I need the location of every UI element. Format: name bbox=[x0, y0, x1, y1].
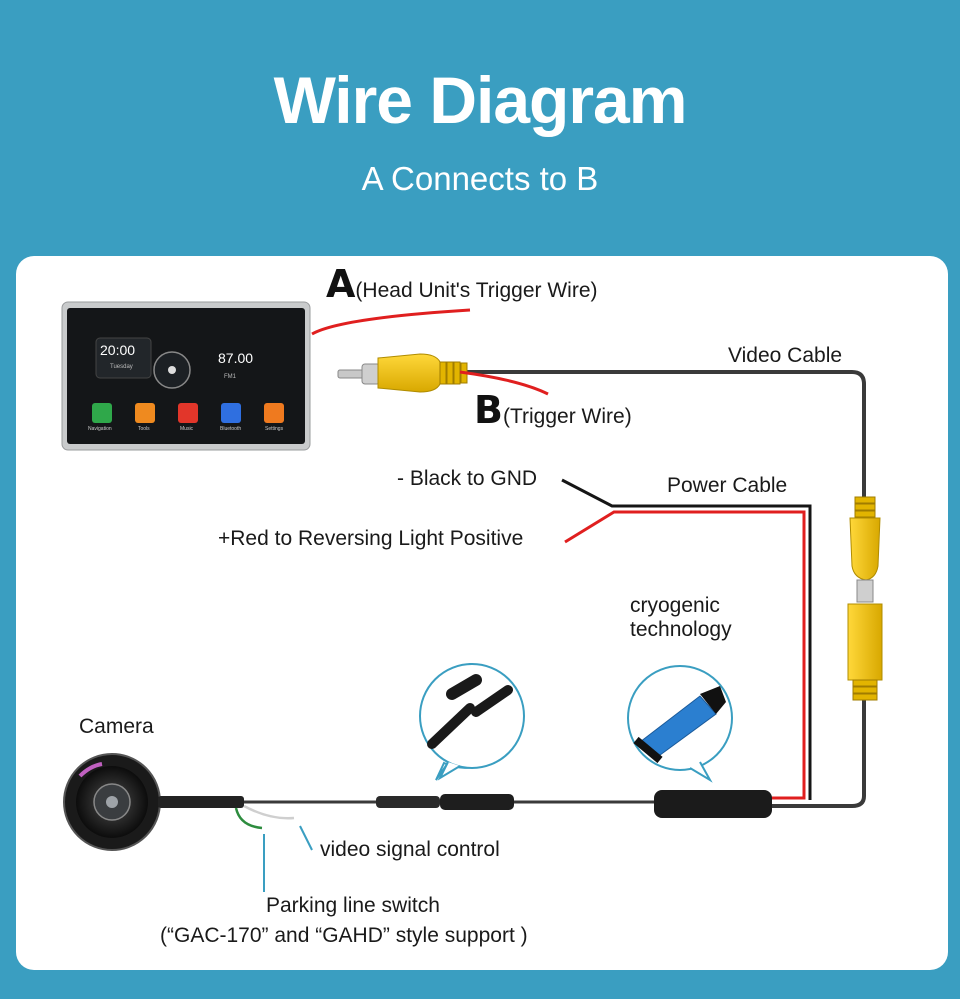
label-a-text: (Head Unit's Trigger Wire) bbox=[355, 279, 598, 302]
hu-app-settings: Settings bbox=[265, 426, 284, 432]
music-app-icon bbox=[178, 403, 198, 423]
label-red-positive: +Red to Reversing Light Positive bbox=[218, 527, 524, 550]
navigation-app-icon bbox=[92, 403, 112, 423]
label-power-cable: Power Cable bbox=[667, 474, 788, 497]
label-camera: Camera bbox=[79, 715, 154, 738]
wire-b bbox=[459, 370, 549, 396]
video-signal-wire bbox=[243, 804, 295, 820]
page-title: Wire Diagram bbox=[273, 63, 688, 137]
label-a: A(Head Unit's Trigger Wire) bbox=[326, 262, 598, 306]
label-b-letter: B bbox=[474, 388, 503, 432]
label-cryogenic-1: cryogenic bbox=[630, 594, 720, 617]
hu-band: FM1 bbox=[224, 374, 236, 380]
power-cable-black bbox=[561, 478, 812, 800]
page-subtitle: A Connects to B bbox=[361, 160, 599, 197]
hu-app-music: Music bbox=[180, 426, 194, 432]
label-parking-1: Parking line switch bbox=[266, 894, 440, 917]
cryogenic-closeup-callout bbox=[627, 665, 733, 783]
rca-inline-connector bbox=[847, 496, 883, 701]
bluetooth-app-icon bbox=[221, 403, 241, 423]
camera bbox=[63, 753, 161, 851]
hu-app-navigation: Navigation bbox=[88, 426, 112, 432]
label-parking-2: (“GAC-170” and “GAHD” style support ) bbox=[160, 924, 528, 947]
label-cryogenic-2: technology bbox=[630, 618, 732, 641]
connector-closeup-callout bbox=[419, 662, 525, 781]
video-cable bbox=[465, 370, 866, 498]
settings-app-icon bbox=[264, 403, 284, 423]
label-a-letter: A bbox=[326, 262, 356, 306]
hu-day: Tuesday bbox=[110, 364, 133, 370]
hu-app-bluetooth: Bluetooth bbox=[220, 426, 242, 432]
aviation-connector bbox=[376, 794, 514, 810]
label-b: B(Trigger Wire) bbox=[474, 388, 632, 432]
hu-clock: 20:00 bbox=[100, 342, 136, 358]
power-cable-red bbox=[564, 510, 806, 800]
hu-app-tools: Tools bbox=[138, 426, 150, 432]
rca-connector-top bbox=[337, 353, 468, 393]
label-black-gnd: - Black to GND bbox=[397, 467, 538, 490]
label-video-cable: Video Cable bbox=[728, 344, 843, 367]
wire-a bbox=[311, 308, 471, 336]
hu-radio: 87.00 bbox=[218, 350, 254, 366]
label-video-signal: video signal control bbox=[320, 838, 500, 861]
head-unit bbox=[61, 301, 311, 451]
tools-app-icon bbox=[135, 403, 155, 423]
label-b-text: (Trigger Wire) bbox=[502, 405, 632, 428]
parking-line-wire bbox=[234, 807, 263, 830]
control-box bbox=[654, 790, 772, 818]
